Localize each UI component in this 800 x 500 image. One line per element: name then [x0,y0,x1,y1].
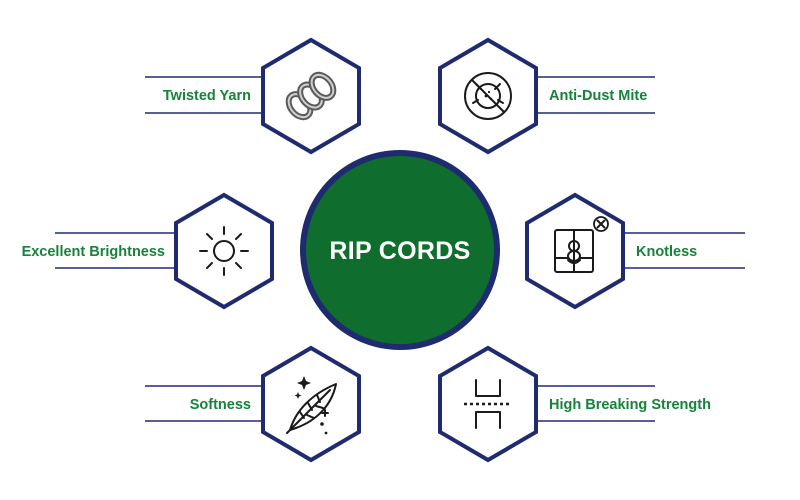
knot-crossed-icon [554,216,609,273]
hexagon-frame [174,192,274,310]
feature-knotless: Knotless [525,192,745,310]
feature-high-breaking-strength: High Breaking Strength [438,345,711,463]
feature-excellent-brightness: Excellent Brightness [22,192,274,310]
center-title: RIP CORDS [329,237,470,265]
label-high-breaking-strength: High Breaking Strength [549,397,711,413]
no-dust-mite-icon [464,72,512,120]
center-circle [306,156,494,344]
label-knotless: Knotless [636,244,697,260]
label-softness: Softness [190,397,251,413]
feature-softness: Softness [145,345,361,463]
breaking-strength-icon [464,379,512,429]
label-anti-dust-mite: Anti-Dust Mite [549,88,647,104]
feature-twisted-yarn: Twisted Yarn [145,37,361,155]
hexagon-frame [261,345,361,463]
twisted-yarn-icon [285,71,337,121]
feature-anti-dust-mite: Anti-Dust Mite [438,37,655,155]
center-hub: RIP CORDS [300,150,500,350]
label-excellent-brightness: Excellent Brightness [22,244,165,260]
sun-icon [199,226,249,276]
feather-icon [286,376,337,435]
label-twisted-yarn: Twisted Yarn [163,88,251,104]
